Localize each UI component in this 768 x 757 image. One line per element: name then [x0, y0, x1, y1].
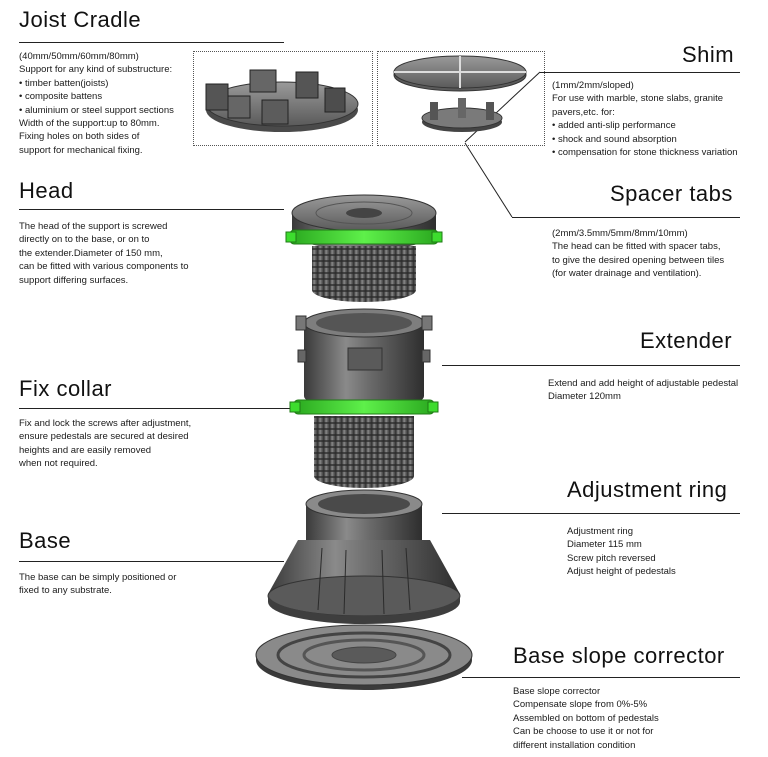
desc-line: • added anti-slip performance	[552, 120, 676, 132]
desc-line: can be fitted with various components to	[19, 261, 189, 273]
desc-line: Can be choose to use it or not for	[513, 726, 654, 738]
desc-line: when not required.	[19, 458, 98, 470]
extender-thread-part	[314, 416, 414, 488]
desc-line: Fixing holes on both sides of	[19, 131, 140, 143]
joist-cradle-image-box	[193, 51, 373, 146]
desc-line: The base can be simply positioned or	[19, 572, 177, 583]
base-slope-corrector-description: Base slope corrector Compensate slope fr…	[513, 685, 659, 752]
base-slope-corrector-rule	[462, 677, 740, 678]
extender-part	[295, 308, 433, 410]
desc-line: Assembled on bottom of pedestals	[513, 712, 659, 724]
desc-line: fixed to any substrate.	[19, 585, 112, 597]
head-rule	[19, 209, 284, 210]
joist-cradle-description: (40mm/50mm/60mm/80mm) Support for any ki…	[19, 50, 174, 157]
base-description: The base can be simply positioned or fix…	[19, 571, 176, 598]
base-title: Base	[19, 528, 72, 553]
desc-line: • shock and sound absorption	[552, 133, 677, 145]
base-slope-corrector-title: Base slope corrector	[513, 643, 725, 668]
desc-line: Diameter 120mm	[548, 391, 621, 403]
head-thread-part	[312, 246, 416, 302]
joist-cradle-part	[205, 69, 359, 132]
adjustment-ring-rule	[442, 513, 740, 514]
shim-image-box	[377, 51, 545, 146]
shim-description: (1mm/2mm/sloped) For use with marble, st…	[552, 79, 738, 159]
extender-title: Extender	[640, 328, 733, 353]
desc-line: Extend and add height of adjustable pede…	[548, 378, 739, 389]
base-slope-corrector-part	[255, 624, 473, 690]
fix-collar-title: Fix collar	[19, 376, 113, 401]
spacer-leader	[464, 142, 513, 218]
adjustment-ring-title: Adjustment ring	[567, 477, 728, 502]
desc-line: support for mechanical fixing.	[19, 144, 143, 156]
desc-line: Adjustment ring	[567, 526, 634, 537]
fix-collar-part	[289, 399, 439, 415]
base-rule	[19, 561, 284, 562]
base-part	[267, 540, 461, 624]
spacer-tab-part	[421, 98, 503, 132]
joist-cradle-title: Joist Cradle	[19, 7, 142, 32]
joist-cradle-rule	[19, 42, 284, 43]
desc-line: Fix and lock the screws after adjustment…	[19, 418, 192, 429]
desc-line: to give the desired opening between tile…	[552, 254, 725, 266]
desc-line: heights and are easily removed	[19, 444, 152, 456]
fix-collar-description: Fix and lock the screws after adjustment…	[19, 417, 191, 471]
desc-line: Width of the support:up to 80mm.	[19, 118, 160, 130]
desc-line: (for water drainage and ventilation).	[552, 268, 702, 280]
desc-line: Diameter 115 mm	[567, 539, 642, 551]
shim-title: Shim	[682, 42, 735, 67]
desc-line: • aluminium or steel support sections	[19, 104, 174, 116]
desc-line: (40mm/50mm/60mm/80mm)	[19, 51, 139, 62]
desc-line: different installation condition	[513, 739, 636, 751]
adjustment-ring-description: Adjustment ring Diameter 115 mm Screw pi…	[567, 525, 676, 579]
desc-line: Base slope corrector	[513, 686, 601, 697]
shim-part	[393, 55, 527, 92]
fix-collar-rule	[19, 408, 311, 409]
desc-line: Support for any kind of substructure:	[19, 64, 173, 76]
desc-line: Screw pitch reversed	[567, 552, 656, 564]
desc-line: • timber batten(joists)	[19, 77, 109, 89]
spacer-tabs-description: (2mm/3.5mm/5mm/8mm/10mm) The head can be…	[552, 227, 724, 281]
desc-line: support differing surfaces.	[19, 274, 129, 286]
shim-rule	[540, 72, 740, 73]
extender-rule	[442, 365, 740, 366]
desc-line: directly on to the base, or on to	[19, 234, 150, 246]
desc-line: (1mm/2mm/sloped)	[552, 80, 634, 91]
desc-line: For use with marble, stone slabs, granit…	[552, 93, 724, 105]
extender-description: Extend and add height of adjustable pede…	[548, 377, 738, 404]
desc-line: (2mm/3.5mm/5mm/8mm/10mm)	[552, 228, 688, 239]
desc-line: The head of the support is screwed	[19, 221, 168, 232]
desc-line: The head can be fitted with spacer tabs,	[552, 241, 721, 253]
desc-line: Adjust height of pedestals	[567, 566, 676, 578]
desc-line: • composite battens	[19, 91, 103, 103]
desc-line: Compensate slope from 0%-5%	[513, 699, 648, 711]
desc-line: • compensation for stone thickness varia…	[552, 147, 738, 159]
desc-line: pavers,etc. for:	[552, 106, 615, 118]
head-title: Head	[19, 178, 74, 203]
head-collar-part	[285, 229, 443, 245]
spacer-tabs-rule	[512, 217, 740, 218]
desc-line: the extender.Diameter of 150 mm,	[19, 247, 163, 259]
spacer-tabs-title: Spacer tabs	[610, 181, 733, 206]
desc-line: ensure pedestals are secured at desired	[19, 431, 189, 443]
head-description: The head of the support is screwed direc…	[19, 220, 189, 287]
